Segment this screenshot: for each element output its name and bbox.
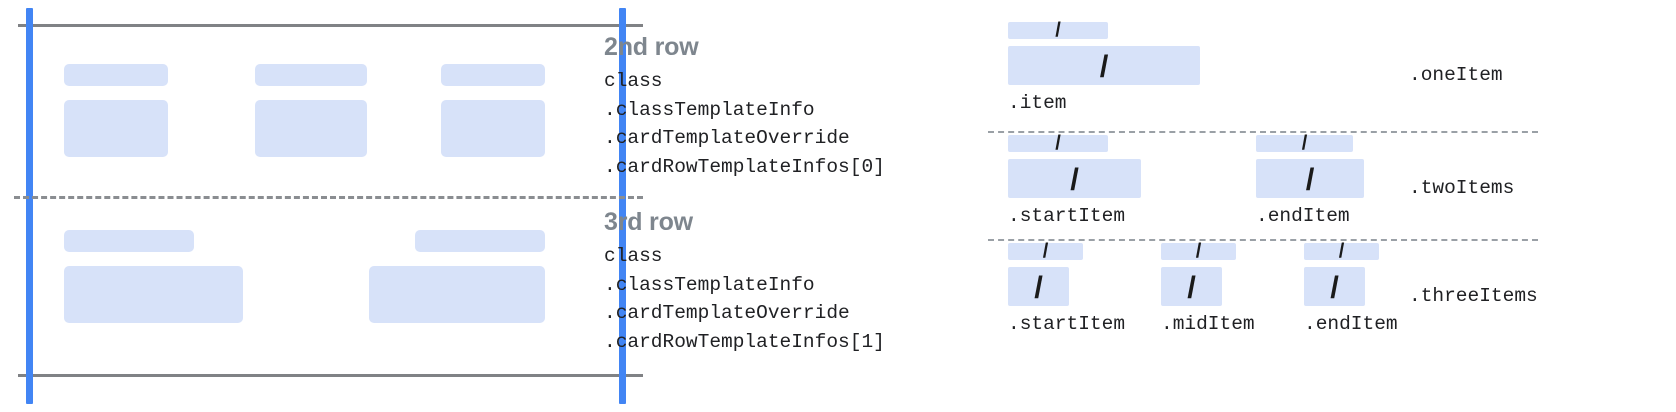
bottom-boundary-rule	[18, 374, 643, 377]
row2-cell2-title-block	[255, 64, 367, 86]
variant-class-label: .twoItems	[1409, 177, 1515, 199]
row-item-variants: / / .item .oneItem / / .startItem	[984, 0, 1676, 412]
item-title-bar: /	[1008, 132, 1108, 154]
item-column: / / .endItem	[1304, 240, 1398, 337]
slash-icon: /	[1070, 161, 1079, 196]
legend-block-2nd-row: 2nd row class .classTemplateInfo .cardTe…	[604, 30, 885, 181]
slash-icon: /	[1187, 269, 1196, 304]
slash-icon: /	[1330, 269, 1339, 304]
item-title-bar: /	[1161, 240, 1236, 262]
variant-three-items: / / .startItem / / .midItem /	[984, 240, 1676, 358]
top-boundary-rule	[18, 24, 643, 27]
legend-code-line: .cardRowTemplateInfos[1]	[604, 330, 885, 353]
row3-cell2-body-block	[369, 266, 545, 323]
slash-icon: /	[1301, 132, 1308, 154]
legend-code-line: .cardRowTemplateInfos[0]	[604, 155, 885, 178]
item-body-bar: /	[1161, 267, 1222, 306]
item-column: / / .endItem	[1256, 132, 1364, 229]
item-body-bar: /	[1304, 267, 1365, 306]
slash-icon: /	[1055, 19, 1061, 41]
variant-separator-dashed	[988, 131, 1538, 133]
card-rows-diagram	[0, 0, 660, 412]
row2-cell3-title-block	[441, 64, 545, 86]
legend-code-line: .cardTemplateOverride	[604, 302, 850, 324]
row3-cell1-body-block	[64, 266, 243, 323]
legend-block-3rd-row: 3rd row class .classTemplateInfo .cardTe…	[604, 205, 885, 356]
row-class-path-legend: 2nd row class .classTemplateInfo .cardTe…	[604, 0, 984, 412]
item-class-label: .midItem	[1161, 313, 1255, 335]
variant-class-label: .threeItems	[1409, 285, 1538, 307]
legend-code-line: .cardTemplateOverride	[604, 127, 850, 149]
legend-heading: 2nd row	[604, 33, 699, 61]
row2-cell3-body-block	[441, 100, 545, 157]
item-title-bar: /	[1008, 240, 1083, 262]
variant-two-items: / / .startItem / / .endItem .twoItems	[984, 132, 1676, 238]
legend-code-line: .classTemplateInfo	[604, 273, 815, 296]
right-edge-guide	[619, 8, 626, 404]
item-class-label: .item	[1008, 92, 1067, 114]
slash-icon: /	[1305, 161, 1315, 196]
variant-one-item: / / .item .oneItem	[984, 19, 1676, 132]
legend-code-line: class	[604, 70, 663, 92]
item-column: / / .startItem	[1008, 240, 1126, 337]
item-class-label: .startItem	[1008, 205, 1126, 227]
legend-code-line: class	[604, 245, 663, 267]
slash-icon: /	[1042, 240, 1049, 262]
row-divider-dashed	[14, 196, 643, 199]
item-title-bar: /	[1304, 240, 1379, 262]
slash-icon: /	[1055, 132, 1061, 154]
row2-cell1-body-block	[64, 100, 168, 157]
item-title-bar: /	[1256, 132, 1353, 154]
variant-class-label: .oneItem	[1409, 64, 1503, 86]
item-body-bar: /	[1256, 159, 1364, 198]
item-title-bar: /	[1008, 19, 1108, 41]
item-column: / / .startItem	[1008, 132, 1141, 229]
slash-icon: /	[1338, 240, 1345, 262]
item-class-label: .endItem	[1304, 313, 1398, 335]
item-body-bar: /	[1008, 46, 1200, 85]
slash-icon: /	[1099, 48, 1109, 83]
slash-icon: /	[1034, 269, 1043, 304]
item-class-label: .endItem	[1256, 205, 1350, 227]
row2-cell1-title-block	[64, 64, 168, 86]
item-body-bar: /	[1008, 267, 1069, 306]
row2-cell2-body-block	[255, 100, 367, 157]
legend-heading: 3rd row	[604, 208, 693, 236]
row3-cell1-title-block	[64, 230, 194, 252]
left-edge-guide	[26, 8, 33, 404]
item-column: / / .midItem	[1161, 240, 1255, 337]
slash-icon: /	[1195, 240, 1202, 262]
item-body-bar: /	[1008, 159, 1141, 198]
item-class-label: .startItem	[1008, 313, 1126, 335]
legend-code-line: .classTemplateInfo	[604, 98, 815, 121]
row3-cell2-title-block	[415, 230, 545, 252]
variant-separator-dashed	[988, 239, 1538, 241]
item-column: / / .item	[1008, 19, 1200, 116]
